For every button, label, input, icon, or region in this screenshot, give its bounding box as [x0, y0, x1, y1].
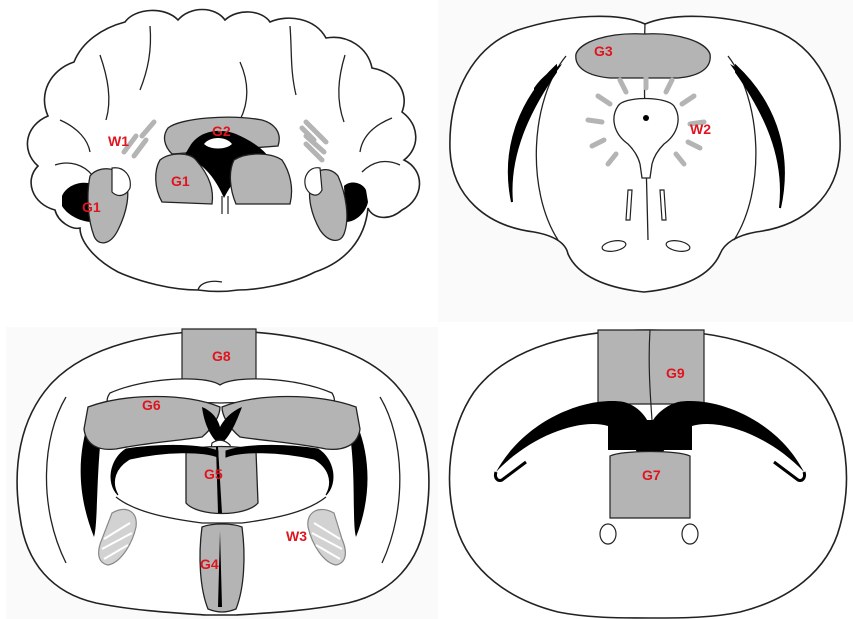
- label-g1-left: G1: [82, 199, 101, 215]
- label-g2: G2: [212, 123, 231, 139]
- panel-cerebellum-section: W1 G2 G1 G1: [0, 0, 432, 310]
- label-g1-center: G1: [171, 173, 190, 189]
- panel-mid-coronal-section: G8 G6 G5 W3 G4: [6, 327, 438, 619]
- ventricle-body: [608, 420, 692, 450]
- cerebellum-section-drawing: W1 G2 G1 G1: [0, 0, 432, 310]
- label-g7: G7: [642, 467, 661, 483]
- mid-coronal-section-drawing: G8 G6 G5 W3 G4: [6, 327, 438, 619]
- posterior-section-drawing: G3 W2: [438, 0, 853, 322]
- left-anterior-commissure: [600, 524, 616, 544]
- label-g4: G4: [200, 556, 219, 572]
- label-g8: G8: [212, 348, 231, 364]
- right-anterior-commissure: [682, 524, 698, 544]
- label-g9: G9: [666, 365, 685, 381]
- label-g6: G6: [142, 397, 161, 413]
- anterior-section-drawing: G9 G7: [438, 322, 853, 619]
- label-w2: W2: [690, 121, 711, 137]
- label-g3: G3: [594, 43, 613, 59]
- g7-region: [610, 452, 690, 519]
- panel-anterior-section: G9 G7: [438, 322, 853, 619]
- label-g5: G5: [204, 466, 223, 482]
- aqueduct: [643, 115, 649, 121]
- label-w3: W3: [286, 528, 307, 544]
- g9-region: [598, 330, 704, 404]
- panel-posterior-section: G3 W2: [438, 0, 853, 322]
- label-w1: W1: [108, 133, 129, 149]
